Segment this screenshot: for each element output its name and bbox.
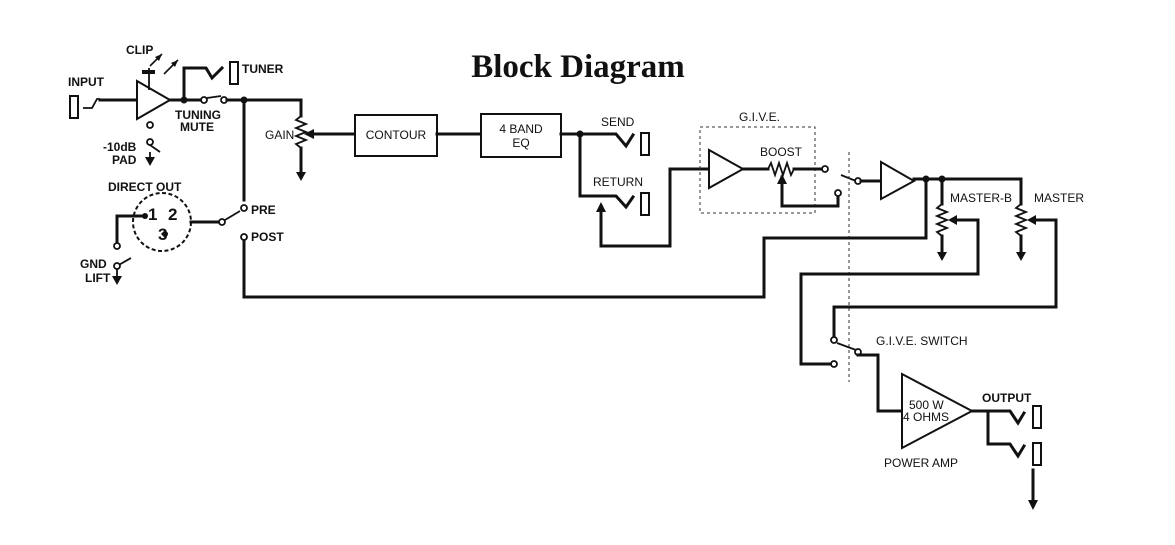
power-amp-ohms: 4 OHMS (903, 410, 949, 424)
boost-label: BOOST (760, 145, 803, 159)
pad-label: PAD (112, 153, 137, 167)
input-label: INPUT (68, 75, 105, 89)
eq-label-line2: EQ (512, 136, 529, 150)
return-label: RETURN (593, 175, 643, 189)
post-label: POST (251, 230, 284, 244)
master-amp-triangle (880, 160, 917, 201)
xlr-pin-3: 3 (158, 225, 167, 244)
lift-label: LIFT (85, 271, 111, 285)
input-jack (69, 95, 100, 119)
return-jack (640, 192, 650, 216)
give-amp-triangle (708, 148, 746, 190)
power-amp-triangle (901, 372, 975, 450)
tuning-label: TUNING (175, 108, 221, 122)
give-label: G.I.V.E. (739, 110, 780, 124)
tuner-label: TUNER (242, 62, 284, 76)
eq-block (480, 113, 562, 158)
master-label: MASTER (1034, 191, 1084, 205)
send-label: SEND (601, 115, 635, 129)
xlr-pin-1: 1 (148, 205, 157, 224)
output-jack-2 (1032, 442, 1042, 466)
eq-label-line1: 4 BAND (499, 122, 543, 136)
direct-out-label: DIRECT OUT (108, 180, 182, 194)
output-jack-1 (1032, 405, 1042, 429)
pad-db-label: -10dB (103, 140, 137, 154)
contour-block (354, 114, 438, 157)
master-b-label: MASTER-B (950, 191, 1012, 205)
preamp-triangle (136, 79, 173, 121)
give-switch-label: G.I.V.E. SWITCH (876, 334, 968, 348)
pad-switch (145, 121, 161, 166)
tuner-jack (229, 61, 239, 85)
gain-label: GAIN (265, 128, 294, 142)
clip-label: CLIP (126, 43, 153, 57)
power-amp-label: POWER AMP (884, 456, 958, 470)
gnd-label: GND (80, 257, 107, 271)
xlr-pin-2: 2 (168, 205, 177, 224)
output-label: OUTPUT (982, 391, 1032, 405)
diagram-title: Block Diagram (471, 49, 685, 85)
pre-label: PRE (251, 203, 276, 217)
clip-led-icon (142, 53, 179, 90)
contour-label: CONTOUR (366, 128, 427, 142)
send-jack (640, 132, 650, 156)
mute-label: MUTE (180, 120, 214, 134)
power-amp-watts: 500 W (909, 398, 944, 412)
